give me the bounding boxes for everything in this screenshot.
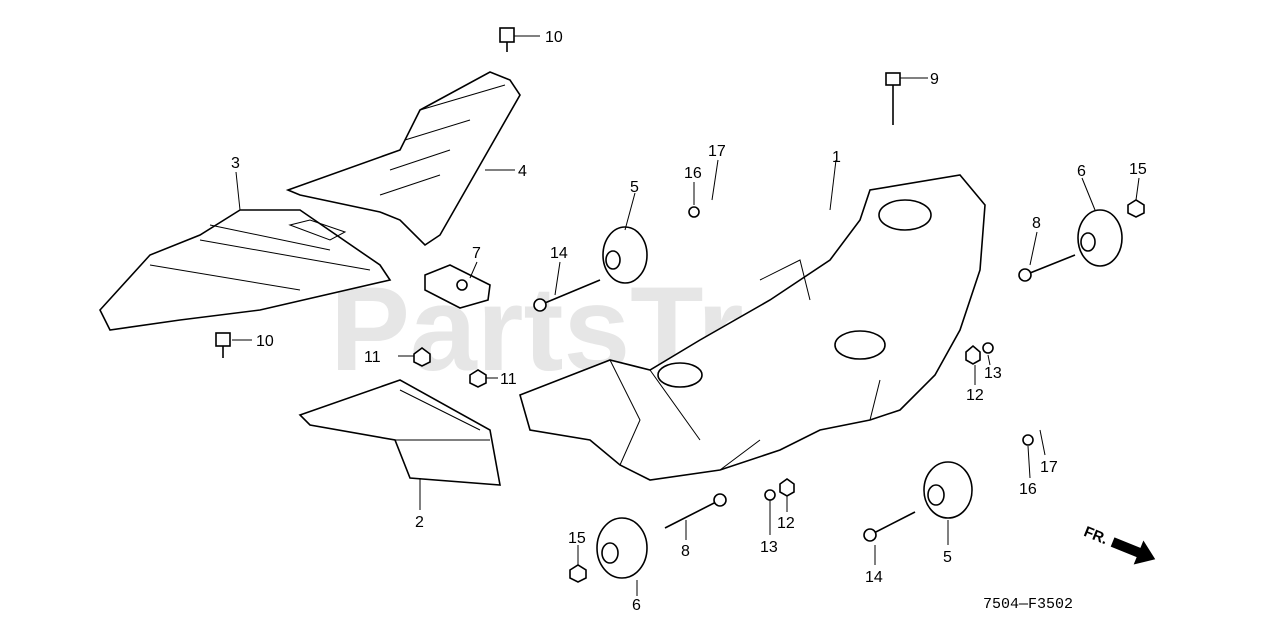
callout-6-right: 6 [1077, 163, 1086, 180]
washer-16-bottom [1022, 434, 1034, 446]
bolt-15-right [1127, 199, 1145, 218]
front-direction-label: FR. [1081, 523, 1110, 548]
callout-11-b: 11 [500, 371, 517, 388]
axle-14-bottom [863, 511, 916, 542]
callout-8-right: 8 [1032, 215, 1041, 232]
axle-8-bottom [664, 493, 727, 529]
bolt-10-left [215, 332, 231, 358]
bolt-9 [885, 72, 901, 125]
callout-12-bottom: 12 [777, 515, 795, 532]
callout-15-bottom: 15 [568, 530, 586, 547]
callout-10-left: 10 [256, 333, 274, 350]
wheel-6-bottom [596, 517, 648, 579]
callout-14-bottom: 14 [865, 569, 883, 586]
wheel-6-right [1077, 209, 1123, 267]
deflector-upper-part [285, 71, 521, 247]
mower-deck-part [519, 174, 986, 481]
front-direction-arrow: FR. [1081, 523, 1156, 565]
callout-5-top: 5 [630, 179, 639, 196]
callout-14-top: 14 [550, 245, 568, 262]
nut-12-right [965, 344, 981, 365]
drawing-code: 7504—F3502 [983, 596, 1073, 613]
axle-8-right [1018, 254, 1076, 282]
wheel-5-top [602, 226, 648, 284]
callout-9: 9 [930, 71, 939, 88]
bracket-part [424, 264, 491, 309]
callout-2: 2 [415, 514, 424, 531]
callout-8-bottom: 8 [681, 543, 690, 560]
callout-17-bottom: 17 [1040, 459, 1058, 476]
callout-5-bottom: 5 [943, 549, 952, 566]
nut-11-a [413, 347, 431, 367]
callout-16-top: 16 [684, 165, 702, 182]
bolt-15-bottom [569, 564, 587, 583]
leader-lines [232, 35, 1140, 596]
callout-4: 4 [518, 163, 527, 180]
nut-11-b [469, 369, 487, 388]
callout-15-right: 15 [1129, 161, 1147, 178]
callout-7: 7 [472, 245, 481, 262]
callout-1: 1 [832, 149, 841, 166]
callout-12-right: 12 [966, 387, 984, 404]
callout-16-bottom: 16 [1019, 481, 1037, 498]
callout-6-bottom: 6 [632, 597, 641, 614]
callout-10-top: 10 [545, 29, 563, 46]
callout-3: 3 [231, 155, 240, 172]
callout-13-bottom: 13 [760, 539, 778, 556]
callout-17-top: 17 [708, 143, 726, 160]
cover-left-part [99, 209, 392, 331]
washer-16-top [688, 206, 700, 218]
callout-11-a: 11 [364, 349, 381, 366]
washer-13-bottom [764, 489, 776, 501]
washer-13-right [982, 342, 994, 354]
chute-part [298, 379, 501, 486]
callout-13-right: 13 [984, 365, 1002, 382]
axle-14-top [533, 279, 601, 312]
wheel-5-bottom [923, 461, 973, 519]
nut-12-bottom [779, 478, 795, 497]
bolt-10-top [499, 27, 515, 52]
